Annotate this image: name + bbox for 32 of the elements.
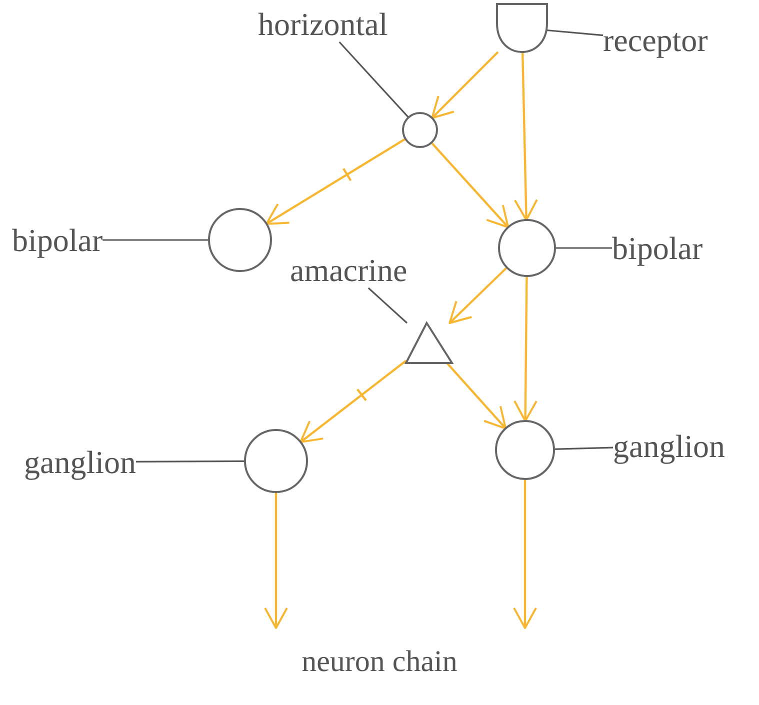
- arrow: [265, 138, 407, 225]
- leader-line: [546, 29, 604, 36]
- cell-label: bipolar: [612, 230, 703, 266]
- arrow: [431, 51, 499, 119]
- leader-line: [102, 239, 209, 241]
- cell-circle: [494, 419, 556, 481]
- cell-label: receptor: [603, 22, 708, 58]
- cell-circle: [243, 428, 309, 494]
- arrow: [513, 276, 538, 422]
- cell-label: ganglion: [24, 444, 136, 480]
- triangle-shape: [404, 321, 454, 365]
- cell-label: horizontal: [258, 6, 388, 42]
- cell-label: bipolar: [12, 222, 103, 258]
- arrow: [448, 266, 508, 324]
- caption: neuron chain: [300, 645, 458, 679]
- leader-line: [368, 287, 408, 324]
- arrow: [264, 492, 288, 629]
- arrow: [446, 362, 507, 430]
- cell-label: amacrine: [290, 252, 408, 288]
- arrow: [299, 360, 408, 444]
- leader-line: [136, 460, 245, 463]
- arrow: [513, 479, 537, 629]
- leader-line: [338, 41, 410, 118]
- leader-line: [555, 247, 612, 249]
- arrow: [514, 52, 538, 221]
- cell-circle: [207, 207, 273, 273]
- cell-circle: [497, 218, 557, 278]
- leader-line: [554, 446, 614, 450]
- cell-label: ganglion: [613, 428, 725, 464]
- arrow: [430, 142, 510, 228]
- cell-circle: [401, 111, 439, 149]
- receptor-cup-shape: [495, 2, 549, 54]
